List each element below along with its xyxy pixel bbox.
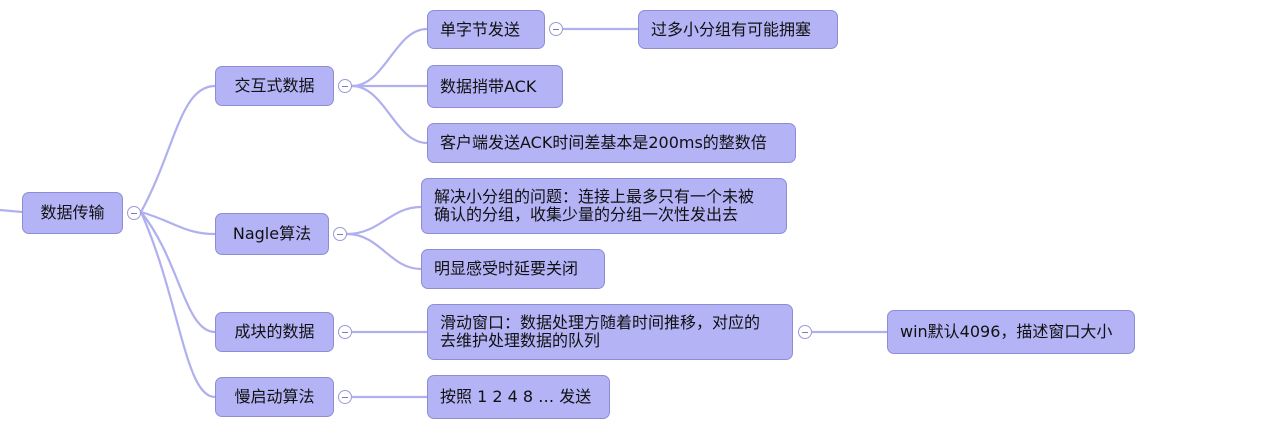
node-single-byte-note[interactable]: 过多小分组有可能拥塞 bbox=[638, 10, 838, 49]
node-bulk-label: 成块的数据 bbox=[234, 322, 315, 341]
node-sliding-window-line2: 去维护处理数据的队列 bbox=[440, 331, 601, 350]
node-nagle[interactable]: Nagle算法 bbox=[215, 213, 329, 255]
node-single-byte-label: 单字节发送 bbox=[440, 19, 521, 39]
collapse-toggle-single-byte[interactable] bbox=[549, 22, 563, 36]
collapse-toggle-root[interactable] bbox=[127, 206, 141, 220]
collapse-toggle-interactive[interactable] bbox=[338, 79, 352, 93]
node-sliding-window-line1: 滑动窗口：数据处理方随着时间推移，对应的 bbox=[440, 313, 761, 332]
node-nagle-delay[interactable]: 明显感受时延要关闭 bbox=[421, 249, 605, 289]
node-slow-start-seq-label: 按照 1 2 4 8 … 发送 bbox=[440, 387, 592, 406]
node-nagle-solve-line1: 解决小分组的问题：连接上最多只有一个未被 bbox=[434, 187, 755, 206]
node-root-label: 数据传输 bbox=[40, 203, 105, 222]
link-interactive-single bbox=[350, 27, 429, 88]
node-client-ack-label: 客户端发送ACK时间差基本是200ms的整数倍 bbox=[440, 133, 767, 152]
node-slow-start[interactable]: 慢启动算法 bbox=[215, 377, 334, 417]
node-sliding-window[interactable]: 滑动窗口：数据处理方随着时间推移，对应的 去维护处理数据的队列 bbox=[427, 304, 793, 360]
node-bulk[interactable]: 成块的数据 bbox=[215, 312, 334, 352]
node-single-byte-note-label: 过多小分组有可能拥塞 bbox=[651, 19, 812, 39]
node-client-ack[interactable]: 客户端发送ACK时间差基本是200ms的整数倍 bbox=[427, 123, 796, 163]
collapse-toggle-nagle[interactable] bbox=[333, 227, 347, 241]
link-root-slowstart bbox=[139, 210, 217, 399]
collapse-toggle-slow-start[interactable] bbox=[338, 390, 352, 404]
node-interactive-label: 交互式数据 bbox=[234, 76, 315, 95]
node-piggyback[interactable]: 数据捎带ACK bbox=[427, 65, 563, 108]
node-nagle-label: Nagle算法 bbox=[232, 224, 312, 243]
link-root-nagle bbox=[139, 210, 217, 236]
link-nagle-delay bbox=[345, 232, 423, 271]
node-slow-start-seq[interactable]: 按照 1 2 4 8 … 发送 bbox=[427, 375, 610, 419]
link-root-interactive bbox=[139, 84, 217, 214]
node-nagle-delay-label: 明显感受时延要关闭 bbox=[434, 259, 579, 278]
link-interactive-client bbox=[350, 84, 429, 145]
node-interactive[interactable]: 交互式数据 bbox=[215, 66, 334, 106]
node-single-byte[interactable]: 单字节发送 bbox=[427, 10, 545, 49]
node-window-note-label: win默认4096，描述窗口大小 bbox=[900, 322, 1113, 341]
node-nagle-solve-line2: 确认的分组，收集少量的分组一次性发出去 bbox=[434, 205, 739, 224]
link-root-bulk bbox=[139, 210, 217, 334]
link-root-stub bbox=[0, 208, 24, 214]
node-piggyback-label: 数据捎带ACK bbox=[440, 76, 537, 96]
node-window-note[interactable]: win默认4096，描述窗口大小 bbox=[887, 310, 1135, 354]
collapse-toggle-sliding-window[interactable] bbox=[798, 325, 812, 339]
node-slow-start-label: 慢启动算法 bbox=[234, 387, 315, 406]
link-nagle-solve bbox=[345, 205, 423, 236]
collapse-toggle-bulk[interactable] bbox=[338, 325, 352, 339]
node-nagle-solve[interactable]: 解决小分组的问题：连接上最多只有一个未被 确认的分组，收集少量的分组一次性发出去 bbox=[421, 178, 787, 234]
node-root[interactable]: 数据传输 bbox=[22, 192, 123, 234]
